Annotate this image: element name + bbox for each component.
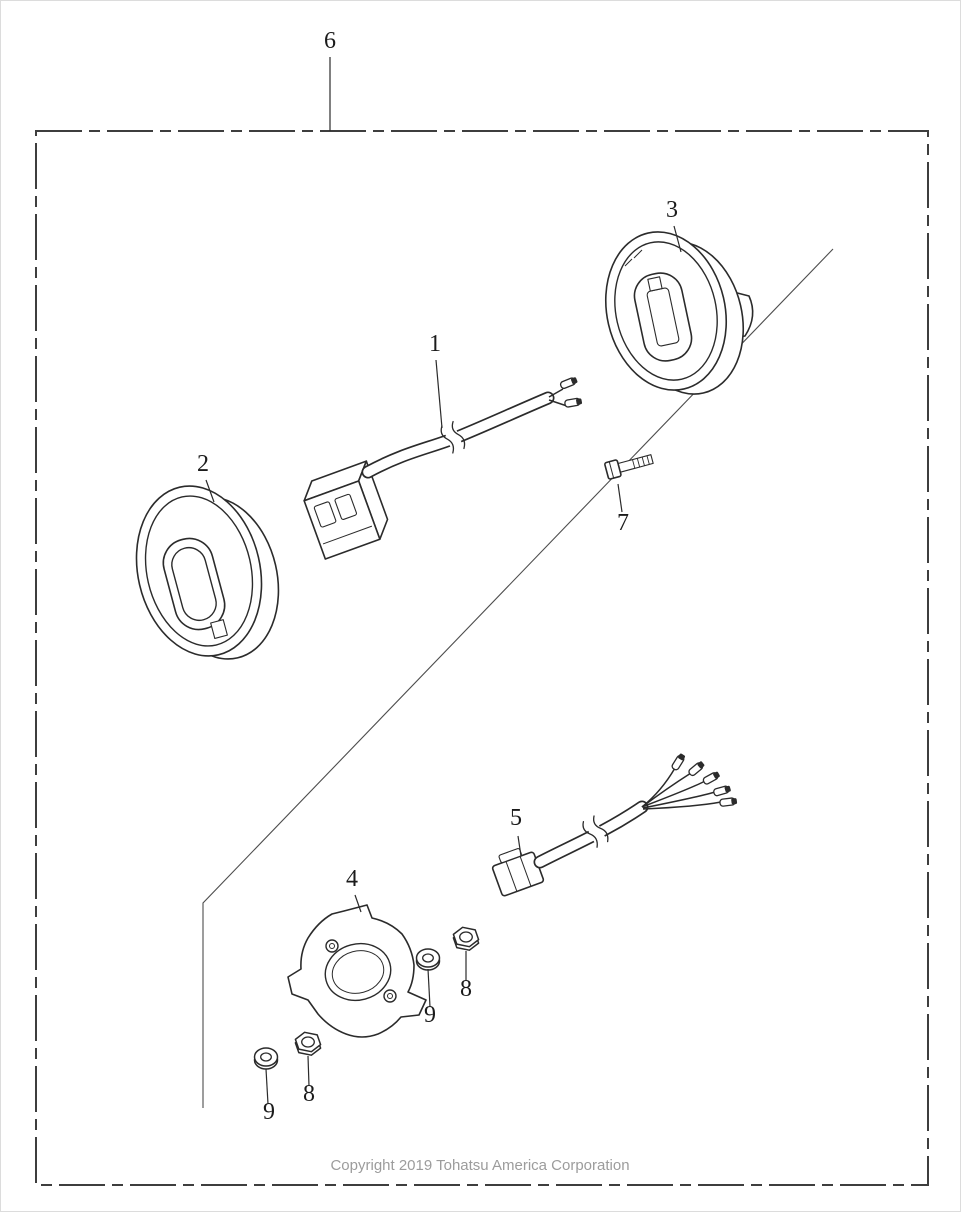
part-4-bracket-plate — [287, 904, 427, 1038]
part-2-switch-case — [135, 485, 280, 660]
copyright-text: Copyright 2019 Tohatsu America Corporati… — [330, 1157, 629, 1174]
leader-1 — [435, 359, 443, 429]
part-8-nut-upper — [452, 926, 480, 951]
part-8-nut-lower — [294, 1031, 322, 1056]
cable-break-symbol — [582, 815, 609, 849]
leader-5 — [517, 835, 522, 857]
part-9-washer-upper — [415, 948, 441, 971]
callout-8-upper: 8 — [460, 976, 472, 1002]
callout-8-lower: 8 — [303, 1081, 315, 1107]
callout-3: 3 — [666, 197, 678, 223]
part-5-wire-harness — [491, 752, 738, 897]
terminal — [670, 752, 687, 772]
part-1-switch-harness — [303, 375, 583, 560]
part-9-washer-lower — [253, 1047, 279, 1070]
kit-boundary-frame — [35, 130, 929, 1186]
callout-9-lower: 9 — [263, 1099, 275, 1125]
terminal — [559, 375, 579, 390]
terminal — [712, 784, 732, 798]
leader-2 — [205, 479, 215, 503]
leader-8-lower — [307, 1055, 310, 1087]
leader-9-lower — [265, 1068, 269, 1105]
terminal — [701, 770, 722, 786]
leader-lines — [205, 57, 682, 1105]
leader-7 — [617, 483, 623, 513]
callout-labels: 6 3 1 2 7 5 4 8 9 8 9 — [197, 28, 678, 1125]
leader-9-upper — [427, 968, 431, 1008]
callout-9-upper: 9 — [424, 1002, 436, 1028]
part-3-switch-case — [604, 231, 754, 395]
leader-4 — [354, 894, 362, 913]
terminal — [687, 759, 706, 778]
callout-5: 5 — [510, 805, 522, 831]
terminal — [718, 796, 738, 808]
callout-7: 7 — [617, 510, 629, 536]
leader-3 — [673, 225, 682, 253]
part-7-bolt — [604, 454, 654, 480]
cable-break-symbol — [440, 420, 466, 454]
callout-6: 6 — [324, 28, 336, 54]
callout-2: 2 — [197, 451, 209, 477]
callout-4: 4 — [346, 866, 358, 892]
callout-1: 1 — [429, 331, 441, 357]
terminal — [563, 396, 583, 409]
